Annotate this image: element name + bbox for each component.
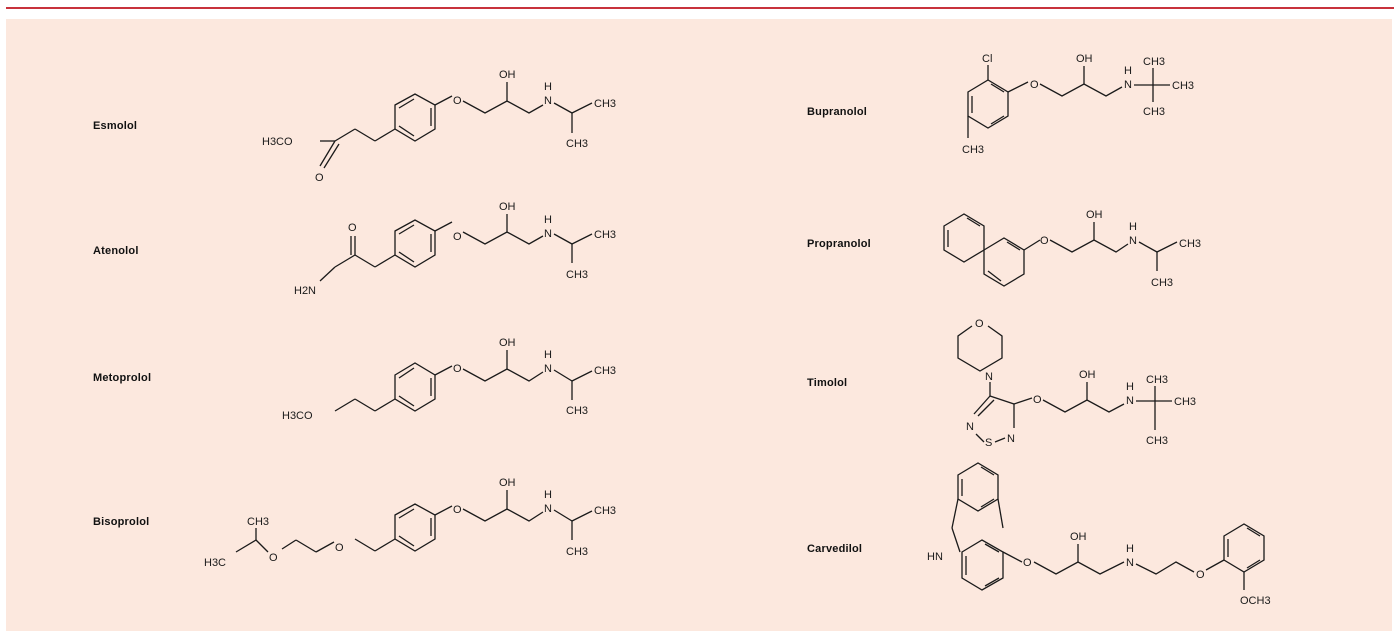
carvedilol-aryl-ether-o: O: [1196, 569, 1205, 581]
bisoprolol-ch3-a: CH3: [594, 505, 616, 517]
timolol-morpholine-n: N: [985, 371, 993, 383]
label-atenolol: Atenolol: [93, 245, 139, 257]
atenolol-molecule: O OH N H CH3 CH3 O H2N: [294, 201, 616, 297]
atenolol-h: H: [544, 214, 552, 226]
atenolol-carbonyl-o: O: [348, 222, 357, 234]
metoprolol-h3co: H3CO: [282, 410, 313, 422]
label-propranolol: Propranolol: [807, 238, 871, 250]
label-carvedilol: Carvedilol: [807, 543, 863, 555]
timolol-h: H: [1126, 381, 1134, 393]
metoprolol-molecule: O OH N H CH3 CH3 H3CO: [282, 337, 616, 422]
atenolol-h2n: H2N: [294, 285, 316, 297]
top-red-rule: [6, 7, 1394, 9]
timolol-ch3-c: CH3: [1146, 435, 1168, 447]
metoprolol-n: N: [544, 363, 552, 375]
timolol-s: S: [985, 437, 992, 449]
bisoprolol-ch3-b: CH3: [566, 546, 588, 558]
bupranolol-h: H: [1124, 65, 1132, 77]
esmolol-ether-o: O: [453, 95, 462, 107]
bupranolol-ether-o: O: [1030, 79, 1039, 91]
bisoprolol-ether-o: O: [453, 504, 462, 516]
bisoprolol-ether-o3: O: [269, 552, 278, 564]
metoprolol-oh: OH: [499, 337, 516, 349]
timolol-molecule: O N N N S O OH N H CH3 CH3 CH3: [957, 318, 1196, 449]
metoprolol-ch3-a: CH3: [594, 365, 616, 377]
timolol-ch3-b: CH3: [1174, 396, 1196, 408]
carvedilol-ether-o: O: [1023, 557, 1032, 569]
carvedilol-n: N: [1126, 557, 1134, 569]
bupranolol-ch3-a: CH3: [1143, 56, 1165, 68]
bisoprolol-h: H: [544, 489, 552, 501]
label-bisoprolol: Bisoprolol: [93, 516, 150, 528]
label-timolol: Timolol: [807, 377, 848, 389]
esmolol-carbonyl-o: O: [315, 172, 324, 184]
label-esmolol: Esmolol: [93, 120, 138, 132]
carvedilol-hn: HN: [927, 551, 943, 563]
timolol-n: N: [1126, 395, 1134, 407]
atenolol-ether-o: O: [453, 231, 462, 243]
propranolol-ch3-a: CH3: [1179, 238, 1201, 250]
metoprolol-ether-o: O: [453, 363, 462, 375]
timolol-ch3-a: CH3: [1146, 374, 1168, 386]
timolol-n2: N: [1007, 433, 1015, 445]
esmolol-ch3-b: CH3: [566, 138, 588, 150]
esmolol-ch3-a: CH3: [594, 98, 616, 110]
bupranolol-ring-ch3: CH3: [962, 144, 984, 156]
bisoprolol-n: N: [544, 503, 552, 515]
esmolol-h3co: H3CO: [262, 136, 293, 148]
esmolol-molecule: O OH N H CH3 CH3 O H3CO: [262, 69, 616, 184]
bupranolol-ch3-b: CH3: [1172, 80, 1194, 92]
bisoprolol-molecule: O OH N H CH3 CH3 O O CH3 H3C: [204, 477, 616, 569]
esmolol-n: N: [544, 95, 552, 107]
atenolol-oh: OH: [499, 201, 516, 213]
bupranolol-cl: Cl: [982, 53, 992, 65]
carvedilol-h: H: [1126, 543, 1134, 555]
timolol-oh: OH: [1079, 369, 1096, 381]
bupranolol-oh: OH: [1076, 53, 1093, 65]
carvedilol-molecule: HN O OH N H O OCH3: [927, 462, 1271, 607]
propranolol-n: N: [1129, 235, 1137, 247]
bupranolol-n: N: [1124, 79, 1132, 91]
label-bupranolol: Bupranolol: [807, 106, 868, 118]
timolol-ether-o: O: [1033, 394, 1042, 406]
propranolol-h: H: [1129, 221, 1137, 233]
atenolol-n: N: [544, 228, 552, 240]
timolol-n1: N: [966, 421, 974, 433]
propranolol-molecule: O OH N H CH3 CH3: [943, 209, 1201, 289]
esmolol-oh: OH: [499, 69, 516, 81]
timolol-morpholine-o: O: [975, 318, 984, 330]
bisoprolol-branch-ch3: CH3: [247, 516, 269, 528]
label-metoprolol: Metoprolol: [93, 372, 152, 384]
carvedilol-oh: OH: [1070, 531, 1087, 543]
bisoprolol-h3c: H3C: [204, 557, 226, 569]
propranolol-ch3-b: CH3: [1151, 277, 1173, 289]
structures-panel: [6, 19, 1392, 631]
carvedilol-och3: OCH3: [1240, 595, 1271, 607]
metoprolol-h: H: [544, 349, 552, 361]
bisoprolol-oh: OH: [499, 477, 516, 489]
propranolol-oh: OH: [1086, 209, 1103, 221]
bupranolol-ch3-c: CH3: [1143, 106, 1165, 118]
esmolol-h: H: [544, 81, 552, 93]
bisoprolol-ether-o2: O: [335, 542, 344, 554]
bupranolol-molecule: Cl CH3 O OH N H CH3 CH3 CH3: [962, 53, 1194, 156]
propranolol-ether-o: O: [1040, 235, 1049, 247]
atenolol-ch3-a: CH3: [594, 229, 616, 241]
atenolol-ch3-b: CH3: [566, 269, 588, 281]
metoprolol-ch3-b: CH3: [566, 405, 588, 417]
